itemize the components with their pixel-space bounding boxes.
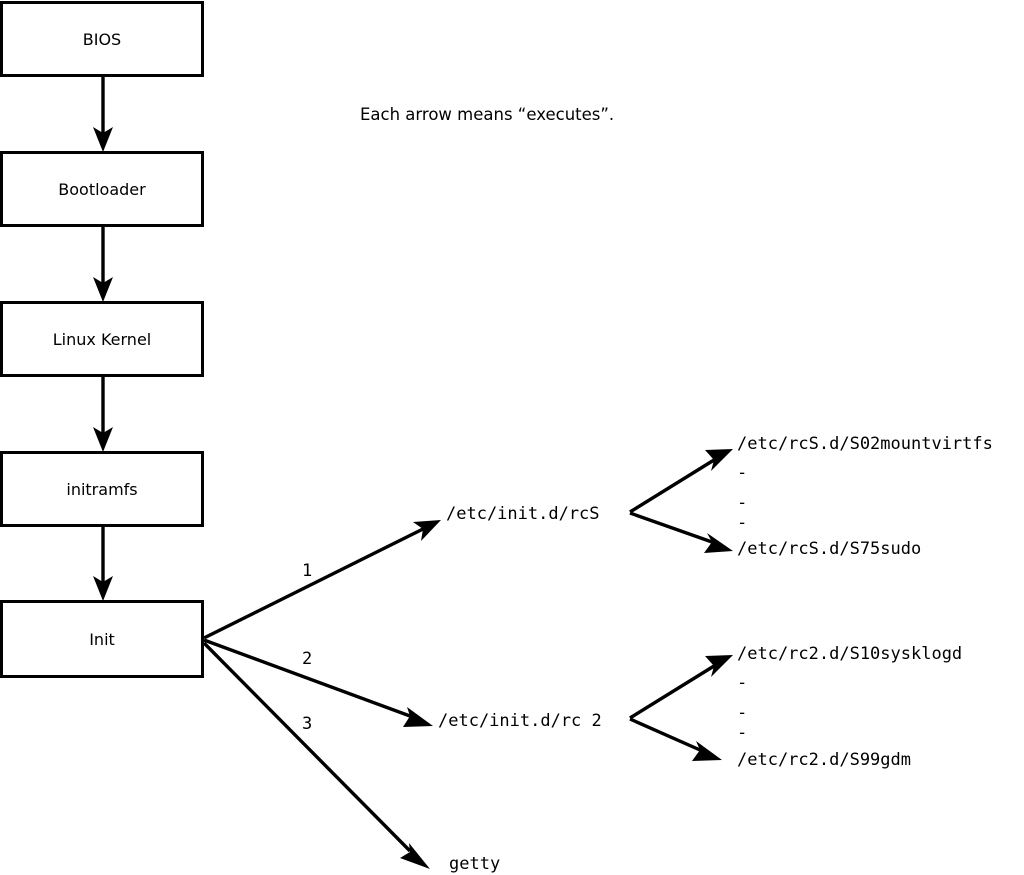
initramfs-box[interactable] — [0, 451, 204, 527]
init-label: Init — [89, 630, 115, 649]
edge-number-2: 2 — [302, 649, 312, 669]
arrowhead-icon — [400, 843, 430, 869]
node-linux-kernel[interactable]: Linux Kernel — [0, 301, 204, 377]
linux-kernel-box[interactable] — [0, 301, 204, 377]
arrow-kernel-to-initramfs — [93, 376, 113, 452]
label-rc2-first-script[interactable]: /etc/rc2.d/S10sysklogd — [737, 644, 962, 664]
label-rc2-last-script[interactable]: /etc/rc2.d/S99gdm — [737, 750, 911, 770]
arrowhead-icon — [403, 707, 433, 727]
arrowhead-icon — [93, 427, 113, 452]
arrow-init-to-rcs — [203, 520, 441, 640]
linux-kernel-label: Linux Kernel — [53, 330, 151, 349]
arrowhead-icon — [93, 127, 113, 152]
label-init-d-rcs[interactable]: /etc/init.d/rcS — [446, 504, 600, 524]
rc2-ellipsis-dash-3: - — [737, 723, 747, 743]
legend-note: Each arrow means “executes”. — [360, 105, 614, 124]
arrow-rc2-to-last-script — [629, 717, 722, 761]
arrow-rc2-to-first-script — [629, 655, 733, 720]
arrowhead-icon — [413, 520, 441, 541]
node-init[interactable]: Init — [0, 600, 204, 678]
label-init-d-rc2[interactable]: /etc/init.d/rc 2 — [438, 711, 602, 731]
arrowhead-icon — [93, 277, 113, 302]
bios-label: BIOS — [83, 30, 121, 49]
node-bootloader[interactable]: Bootloader — [0, 151, 204, 227]
node-bios[interactable]: BIOS — [0, 1, 204, 77]
rc2-ellipsis-dash-2: - — [737, 703, 747, 723]
label-rcs-last-script[interactable]: /etc/rcS.d/S75sudo — [737, 539, 921, 559]
arrow-rcs-to-first-script — [629, 449, 733, 514]
bios-box[interactable] — [0, 1, 204, 77]
rcs-ellipsis-dash-1: - — [737, 463, 747, 483]
bootloader-label: Bootloader — [58, 180, 146, 199]
arrowhead-icon — [705, 449, 733, 471]
label-getty[interactable]: getty — [449, 854, 500, 874]
arrowhead-icon — [705, 655, 733, 677]
edge-number-1: 1 — [302, 561, 312, 581]
arrow-rcs-to-last-script — [629, 511, 733, 553]
bootloader-box[interactable] — [0, 151, 204, 227]
arrow-bios-to-bootloader — [93, 76, 113, 152]
node-initramfs[interactable]: initramfs — [0, 451, 204, 527]
arrowhead-icon — [704, 533, 733, 553]
arrow-init-to-getty — [202, 641, 430, 869]
rc2-ellipsis-dash-1: - — [737, 673, 747, 693]
arrow-initramfs-to-init — [93, 526, 113, 601]
label-rcs-first-script[interactable]: /etc/rcS.d/S02mountvirtfs — [737, 434, 993, 454]
rcs-ellipsis-dash-3: - — [737, 513, 747, 533]
arrowhead-icon — [692, 741, 722, 761]
edge-number-3: 3 — [302, 714, 312, 734]
initramfs-label: initramfs — [66, 480, 137, 499]
arrow-init-to-rc2 — [203, 638, 433, 727]
arrow-bootloader-to-kernel — [93, 226, 113, 302]
rcs-ellipsis-dash-2: - — [737, 493, 747, 513]
arrowhead-icon — [93, 576, 113, 601]
init-box[interactable] — [0, 600, 204, 678]
